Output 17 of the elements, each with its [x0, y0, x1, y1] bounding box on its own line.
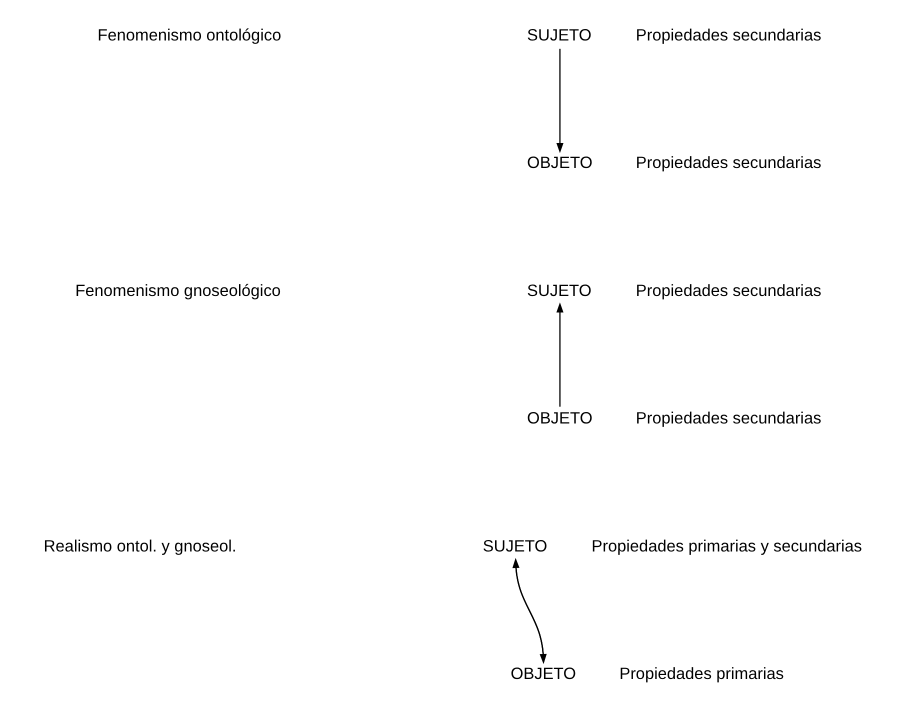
label: Fenomenismo ontológico — [97, 26, 281, 44]
node-text: SUJETO — [482, 537, 547, 556]
node-text: OBJETO — [510, 665, 576, 684]
node-text: OBJETO — [526, 154, 592, 172]
arrow — [556, 302, 563, 407]
arrow — [556, 48, 563, 154]
label: Realismo ontol. y gnoseol. — [43, 537, 236, 556]
node-label: Propiedades secundarias — [635, 410, 821, 428]
node-text: SUJETO — [526, 26, 592, 44]
node-label: Propiedades secundarias — [635, 26, 821, 44]
node-label: Propiedades secundarias — [635, 154, 821, 172]
node-label: Propiedades primarias — [618, 665, 784, 684]
node-label: Propiedades primarias y secundarias — [591, 537, 862, 556]
node-text: SUJETO — [526, 282, 592, 300]
label: Fenomenismo gnoseológico — [74, 282, 280, 300]
node-label: Propiedades secundarias — [635, 282, 821, 300]
node-text: OBJETO — [526, 410, 592, 428]
